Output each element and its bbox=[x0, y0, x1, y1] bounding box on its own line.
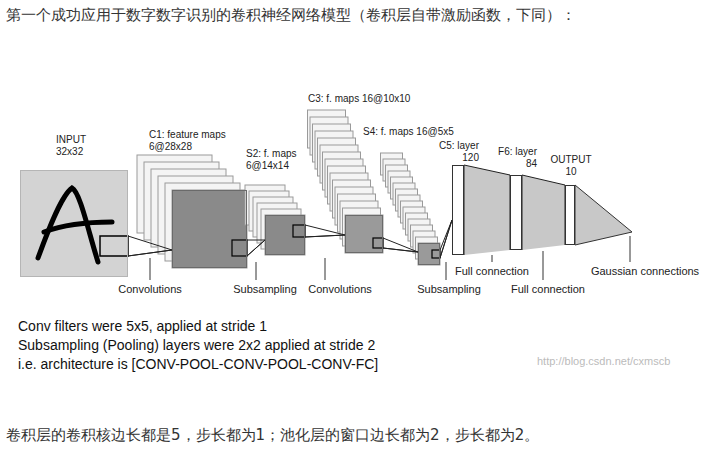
layer-label: INPUT 32x32 bbox=[56, 134, 94, 158]
feature-map: C1: feature maps 6@28x28 bbox=[172, 190, 247, 268]
map-layer bbox=[345, 215, 383, 253]
full-connection-band bbox=[522, 175, 565, 250]
layer-column: C5: layer 120 bbox=[452, 165, 464, 255]
caption: 卷积层的卷积核边长都是5，步长都为1；池化层的窗口边长都为2，步长都为2。 bbox=[6, 426, 539, 446]
connection-label: Convolutions bbox=[118, 283, 182, 296]
feature-map: S2: f. maps 6@14x14 bbox=[265, 215, 305, 255]
map-layer bbox=[418, 243, 440, 265]
leader-line bbox=[543, 251, 544, 280]
leader-line bbox=[150, 258, 151, 280]
layer-name: C1: feature maps 6@28x28 bbox=[149, 129, 241, 153]
leader-line bbox=[325, 258, 326, 280]
title: 第一个成功应用于数字数字识别的卷积神经网络模型（卷积层自带激励函数，下同）： bbox=[6, 6, 576, 26]
feature-map: S4: f. maps 16@5x5 bbox=[418, 243, 440, 265]
layer-column: F6: layer 84 bbox=[510, 175, 522, 250]
handwritten-stroke bbox=[44, 222, 112, 232]
note-text: i.e. architecture is [CONV-POOL-CONV-POO… bbox=[18, 356, 378, 373]
note-text: Conv filters were 5x5, applied at stride… bbox=[18, 318, 267, 335]
receptive-field bbox=[232, 240, 247, 256]
output-column: OUTPUT 10 bbox=[565, 185, 575, 245]
connection-label: Full connection bbox=[511, 283, 585, 296]
layer-label: S4: f. maps 16@5x5 bbox=[363, 126, 473, 138]
connection-label: Subsampling bbox=[233, 283, 297, 296]
gaussian-band bbox=[575, 185, 632, 245]
leader-line bbox=[630, 236, 631, 262]
layer-name: C3: f. maps 16@10x10 bbox=[308, 93, 432, 105]
receptive-field bbox=[100, 236, 128, 256]
layer-label: C5: layer 120 bbox=[433, 140, 479, 164]
connection-label: Gaussian connections bbox=[591, 265, 699, 278]
projection-lines bbox=[305, 225, 345, 237]
layer-name: S2: f. maps 6@14x14 bbox=[246, 148, 304, 172]
layer-label: F6: layer 84 bbox=[491, 146, 537, 170]
projection-lines bbox=[128, 236, 172, 256]
projection-lines bbox=[247, 240, 265, 256]
layer-label: C1: feature maps 6@28x28 bbox=[149, 129, 241, 153]
input-image bbox=[20, 170, 128, 277]
layer-name: S4: f. maps 16@5x5 bbox=[363, 126, 473, 138]
receptive-field bbox=[373, 238, 383, 248]
layer-name: INPUT 32x32 bbox=[56, 134, 94, 158]
projection-lines bbox=[440, 220, 452, 258]
layer-name: C5: layer 120 bbox=[433, 140, 479, 164]
layer-label: S2: f. maps 6@14x14 bbox=[246, 148, 304, 172]
note-text: Subsampling (Pooling) layers were 2x2 ap… bbox=[18, 337, 375, 354]
receptive-field bbox=[432, 250, 440, 258]
leader-line bbox=[256, 262, 257, 280]
layer-name: F6: layer 84 bbox=[491, 146, 537, 170]
map-layer bbox=[265, 215, 305, 255]
map-stack bbox=[245, 185, 305, 255]
leader-line bbox=[446, 262, 447, 280]
map-stack bbox=[381, 153, 441, 265]
input-image: INPUT 32x32 bbox=[20, 170, 128, 277]
receptive-field bbox=[293, 225, 305, 237]
layer-name: OUTPUT 10 bbox=[548, 154, 594, 178]
leader-line bbox=[492, 255, 493, 262]
layer-label: OUTPUT 10 bbox=[548, 154, 594, 178]
full-connection-band bbox=[464, 165, 510, 255]
watermark: http://blog.csdn.net/cxmscb bbox=[537, 355, 670, 368]
map-layer bbox=[172, 190, 247, 268]
layer-label: C3: f. maps 16@10x10 bbox=[308, 93, 432, 105]
connection-label: Convolutions bbox=[308, 283, 372, 296]
projection-lines bbox=[383, 238, 418, 252]
map-stack bbox=[137, 155, 247, 268]
connection-label: Full connection bbox=[455, 265, 529, 278]
connection-label: Subsampling bbox=[417, 283, 481, 296]
feature-map: C3: f. maps 16@10x10 bbox=[345, 215, 383, 253]
